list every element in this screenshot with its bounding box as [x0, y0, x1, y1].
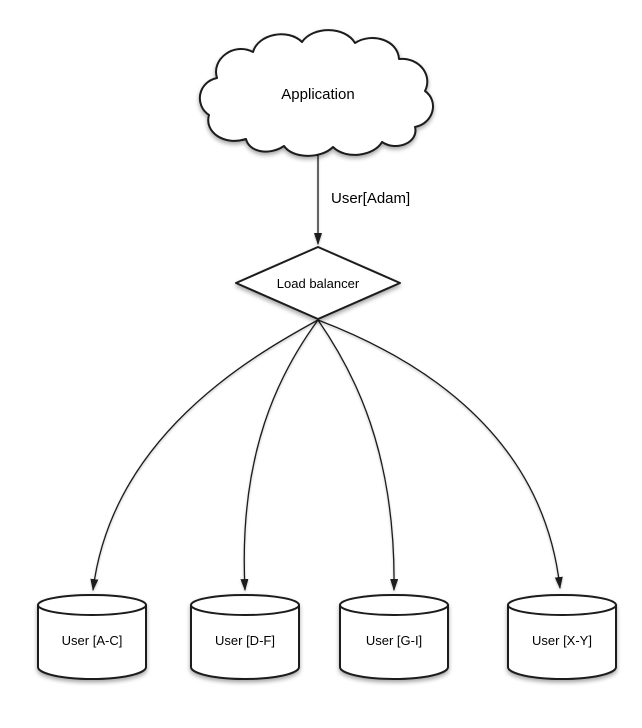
database-cylinder-top [190, 594, 300, 616]
application-label: Application [281, 86, 354, 103]
shard-node-x-y: User [X-Y] [507, 594, 617, 680]
diamond-icon [235, 246, 401, 320]
database-cylinder-icon [339, 605, 449, 680]
shard-label: User [A-C] [62, 633, 123, 648]
cloud-icon [198, 29, 434, 157]
database-cylinder-top [339, 594, 449, 616]
loadbalancer-to-shard-g-i-arrow [317, 319, 399, 591]
load-balancer-label: Load balancer [277, 276, 360, 291]
loadbalancer-to-shard-x-y-arrow [317, 319, 563, 589]
load-balancer-node: Load balancer [235, 246, 401, 320]
database-cylinder-top [507, 594, 617, 616]
database-cylinder-icon [507, 605, 617, 680]
shard-label: User [D-F] [215, 633, 275, 648]
loadbalancer-to-shard-d-f-arrow [240, 319, 319, 591]
shard-label: User [X-Y] [532, 633, 592, 648]
loadbalancer-to-shard-a-c-arrow [90, 319, 319, 591]
shard-node-g-i: User [G-I] [339, 594, 449, 680]
shard-label: User [G-I] [366, 633, 422, 648]
database-cylinder-top [37, 594, 147, 616]
application-node: Application [198, 29, 434, 157]
edge-label: User[Adam] [331, 190, 410, 207]
database-cylinder-icon [190, 605, 300, 680]
database-cylinder-icon [37, 605, 147, 680]
edges [90, 155, 563, 591]
shard-node-a-c: User [A-C] [37, 594, 147, 680]
shard-node-d-f: User [D-F] [190, 594, 300, 680]
